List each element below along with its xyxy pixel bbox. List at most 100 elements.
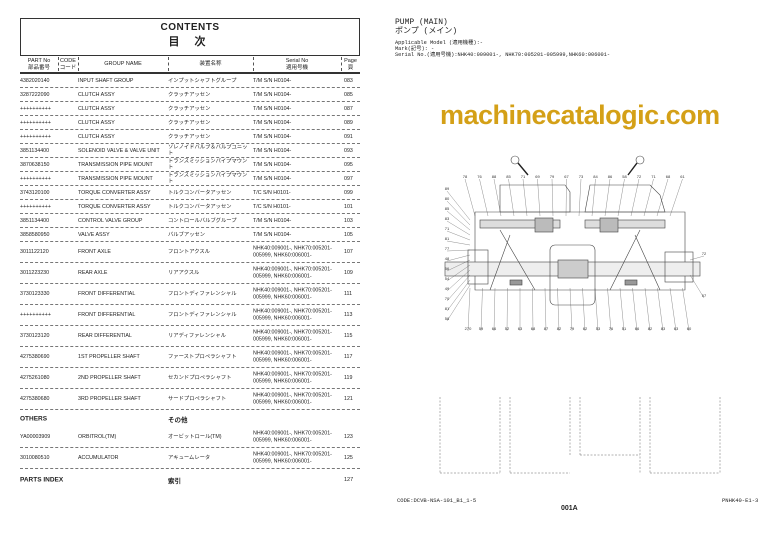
leader-line [617, 178, 625, 217]
group-name-jp: トルクコンバータアッセン [168, 203, 232, 210]
callout-label: 81 [445, 306, 450, 311]
callout-label: 71 [521, 174, 526, 179]
part-no: 3851134400 [20, 147, 50, 154]
col-group-name-jp: 装置名称 [199, 61, 222, 67]
page-no: 113 [344, 311, 353, 318]
group-name-jp: トランスミッションパイプマウント [168, 158, 248, 171]
page-no: 095 [344, 161, 353, 168]
callout-label: 89 [445, 186, 450, 191]
group-name-jp: フロントディファレンシャル [168, 290, 237, 297]
callout-label: 54 [445, 276, 450, 281]
callout-label: 51 [622, 326, 627, 331]
page-no: 087 [344, 105, 353, 112]
leader-line [544, 287, 547, 332]
page-no: 089 [344, 119, 353, 126]
leader-line [464, 178, 476, 217]
leader-line [689, 274, 705, 299]
group-name: CLUTCH ASSY [78, 91, 115, 98]
group-name: SOLENOID VALVE & VALVE UNIT [78, 147, 160, 154]
group-name: CLUTCH ASSY [78, 119, 115, 126]
part-no: 3730123330 [20, 290, 50, 297]
leader-line [493, 178, 502, 217]
serial-no: NHK40:009001-, NHK70:005201-005999, NHK6… [253, 245, 332, 259]
callout-label: 68 [666, 174, 671, 179]
leader-line [446, 249, 471, 252]
callout-label: 80 [445, 196, 450, 201]
group-name-jp: ファーストプロペラシャフト [168, 353, 237, 360]
serial-no: NHK40:009001-, NHK70:005201-005999, NHK6… [253, 287, 332, 301]
callout-label: 76 [477, 174, 482, 179]
leader-line [619, 287, 625, 332]
others-label-jp: その他 [168, 416, 188, 424]
leader-line [467, 287, 471, 332]
part-no: 3851134400 [20, 217, 50, 224]
callout-label: 82 [557, 326, 562, 331]
leader-line [446, 190, 471, 221]
group-name: 3RD PROPELLER SHAFT [78, 395, 141, 402]
serial-no: NHK40:009001-, NHK70:005201-005999, NHK6… [253, 308, 332, 322]
watermark: machinecatalogic.com [440, 100, 720, 130]
applicable-model: Applicable Model (適用機種):- [395, 40, 483, 46]
callout-label: 79 [550, 174, 555, 179]
part-no: 3870638150 [20, 161, 50, 168]
callout-label: 85 [506, 174, 511, 179]
page-no: 115 [344, 332, 353, 339]
group-name-jp: インプットシャフトグループ [168, 77, 237, 84]
contents-header: CONTENTS 目 次 [20, 18, 360, 56]
callout-label: 270 [465, 326, 472, 331]
col-serial-label: Serial No [285, 58, 309, 64]
leader-line [582, 287, 586, 332]
part-no: 3730123120 [20, 332, 50, 339]
group-name-jp: フロントディファレンシャル [168, 311, 237, 318]
serial-no: T/M S/N H0104- [253, 231, 292, 238]
group-name: 2ND PROPELLER SHAFT [78, 374, 141, 381]
leader-line [446, 210, 471, 231]
parts-index-row[interactable]: PARTS INDEX 索引 127 [20, 469, 360, 491]
callout-label: 48 [445, 256, 450, 261]
serial-no: NHK40:009001-, NHK70:005201-005999, NHK6… [253, 430, 332, 444]
callout-label: 58 [445, 316, 450, 321]
group-name-jp: バルブアッセン [168, 231, 206, 238]
callout-label: 72 [637, 174, 642, 179]
leader-line [594, 287, 599, 332]
callout-label: 81 [445, 236, 450, 241]
contents-title: CONTENTS [160, 22, 220, 33]
leader-line [669, 287, 677, 332]
part-no: ++++++++++ [20, 105, 51, 112]
group-name-jp: トランスミッションパイプマウント [168, 172, 248, 185]
group-name-jp: クラッチアッセン [168, 133, 211, 140]
leader-line [446, 284, 471, 322]
parts-index-label-jp: 索引 [168, 478, 181, 485]
serial-no: T/M S/N H0104- [253, 217, 292, 224]
callout-label: 71 [445, 226, 450, 231]
col-serial-jp: 適用号機 [285, 64, 308, 71]
leader-line [656, 178, 669, 217]
serial-no: T/M S/N H0104- [253, 105, 292, 112]
